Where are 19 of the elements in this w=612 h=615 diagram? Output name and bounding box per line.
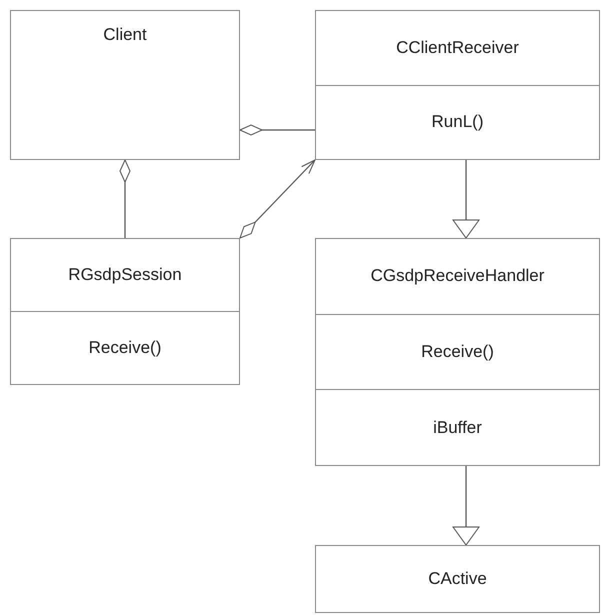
class-box (315, 10, 600, 160)
aggregation-line (240, 124, 315, 136)
class-box (315, 545, 600, 613)
class-name: CActive (428, 569, 487, 589)
class-member: RunL() (432, 112, 484, 132)
class-name: CClientReceiver (396, 38, 519, 58)
class-box (10, 10, 240, 160)
class-name: CGsdpReceiveHandler (370, 266, 544, 286)
aggregation-line (120, 160, 130, 238)
aggregation-arrow (240, 160, 316, 238)
class-name: Client (103, 25, 147, 45)
inheritance-arrow (452, 466, 480, 546)
class-box (315, 238, 600, 466)
inheritance-arrow (452, 160, 480, 238)
class-name: RGsdpSession (68, 265, 182, 285)
class-member: Receive() (88, 338, 162, 358)
class-member: Receive() (421, 342, 494, 362)
class-box (10, 238, 240, 385)
class-member: iBuffer (433, 418, 482, 438)
